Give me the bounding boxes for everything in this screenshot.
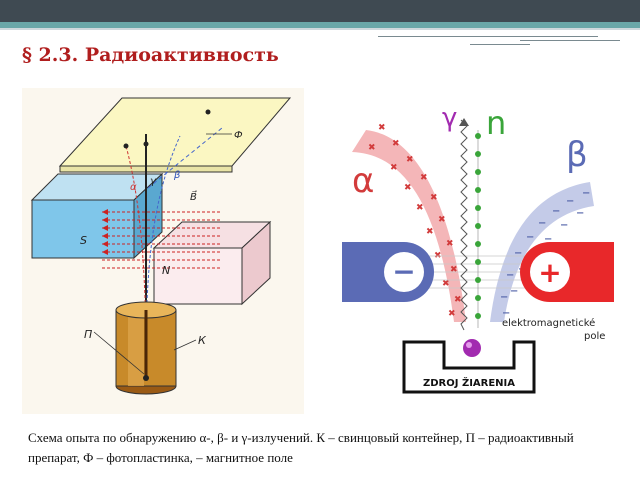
container-pointer — [173, 339, 197, 351]
svg-text:✖: ✖ — [450, 265, 458, 275]
beta-projection — [147, 127, 223, 189]
gamma-symbol: γ — [442, 103, 457, 133]
gamma-arrowhead — [459, 118, 469, 126]
svg-text:✖: ✖ — [406, 155, 414, 165]
experiment-diagram: Ф γ β α B⃗ S N П К — [22, 88, 304, 414]
top-banner — [0, 0, 640, 22]
label-container: К — [198, 334, 207, 347]
beta-spot — [205, 109, 211, 115]
alpha-beam-band — [352, 130, 466, 322]
svg-text:✖: ✖ — [404, 183, 412, 193]
svg-text:−: − — [552, 206, 560, 217]
alpha-particles: ✖✖✖ ✖✖✖ ✖✖✖ ✖✖✖ ✖✖✖ ✖✖ — [368, 123, 462, 319]
svg-text:−: − — [566, 196, 574, 207]
negative-terminal — [384, 252, 424, 292]
svg-text:−: − — [514, 248, 522, 259]
alpha-spot — [123, 143, 129, 149]
plus-sign: + — [538, 256, 561, 289]
radiation-deflection-diagram: ✖✖✖ ✖✖✖ ✖✖✖ ✖✖✖ ✖✖✖ ✖✖ −−− −−− −−− −−− −… — [342, 103, 614, 394]
label-beta: β — [173, 170, 181, 181]
section-number: § 2.3. — [22, 44, 79, 66]
svg-text:✖: ✖ — [426, 227, 434, 237]
gamma-wave — [460, 119, 468, 331]
svg-text:−: − — [560, 220, 568, 231]
figure-caption: Схема опыта по обнаружению α-, β- и γ-из… — [28, 430, 574, 465]
label-s: S — [80, 234, 87, 247]
decor-line — [520, 40, 620, 41]
magnet-s-front — [31, 199, 135, 259]
svg-text:✖: ✖ — [390, 163, 398, 173]
svg-text:−: − — [576, 208, 584, 219]
label-gamma: γ — [150, 176, 157, 187]
field-lines — [102, 211, 222, 269]
svg-text:−: − — [502, 308, 510, 319]
svg-text:✖: ✖ — [416, 203, 424, 213]
svg-text:−: − — [510, 286, 518, 297]
neutron-particles — [475, 133, 481, 319]
positive-terminal — [530, 252, 570, 292]
alpha-symbol: α — [352, 161, 374, 201]
label-n: N — [162, 264, 170, 277]
svg-text:✖: ✖ — [378, 123, 386, 133]
label-source: П — [84, 328, 92, 341]
svg-text:−: − — [544, 234, 552, 245]
field-arrowheads — [102, 209, 108, 255]
field-label-line1: elektromagnetické — [502, 317, 595, 329]
magnet-n-side — [241, 220, 271, 306]
field-label-line2: pole — [584, 331, 605, 342]
top-thin-line — [0, 28, 640, 30]
svg-text:−: − — [506, 270, 514, 281]
decor-line — [470, 44, 530, 45]
svg-text:✖: ✖ — [454, 295, 462, 305]
svg-text:✖: ✖ — [368, 143, 376, 153]
source-ball — [463, 339, 481, 357]
svg-text:✖: ✖ — [420, 173, 428, 183]
slide-title: § 2.3. Радиоактивность — [22, 44, 279, 66]
svg-text:✖: ✖ — [446, 239, 454, 249]
svg-text:−: − — [526, 232, 534, 243]
title-text: Радиоактивность — [84, 44, 279, 66]
minus-sign: − — [392, 255, 415, 288]
top-accent-stripe — [0, 22, 640, 28]
svg-text:✖: ✖ — [448, 309, 456, 319]
neutron-symbol: n — [486, 104, 506, 142]
label-field: B⃗ — [190, 190, 197, 203]
svg-text:✖: ✖ — [442, 279, 450, 289]
source-pointer — [93, 331, 145, 375]
svg-text:−: − — [500, 292, 508, 303]
svg-text:✖: ✖ — [438, 215, 446, 225]
source-ball-highlight — [466, 342, 472, 348]
gamma-spot — [143, 141, 149, 147]
label-alpha: α — [130, 182, 137, 193]
container-highlight — [128, 310, 144, 386]
svg-text:✖: ✖ — [392, 139, 400, 149]
radioactive-sample — [143, 375, 149, 381]
svg-text:−: − — [538, 218, 546, 229]
source-box — [402, 340, 536, 394]
beta-symbol: β — [566, 135, 588, 175]
beta-beam-band — [490, 182, 594, 322]
svg-text:✖: ✖ — [430, 193, 438, 203]
label-plate: Ф — [234, 130, 243, 141]
decor-line — [378, 36, 598, 37]
source-label: ZDROJ ŽIARENIA — [423, 376, 515, 389]
svg-text:−: − — [582, 188, 590, 199]
